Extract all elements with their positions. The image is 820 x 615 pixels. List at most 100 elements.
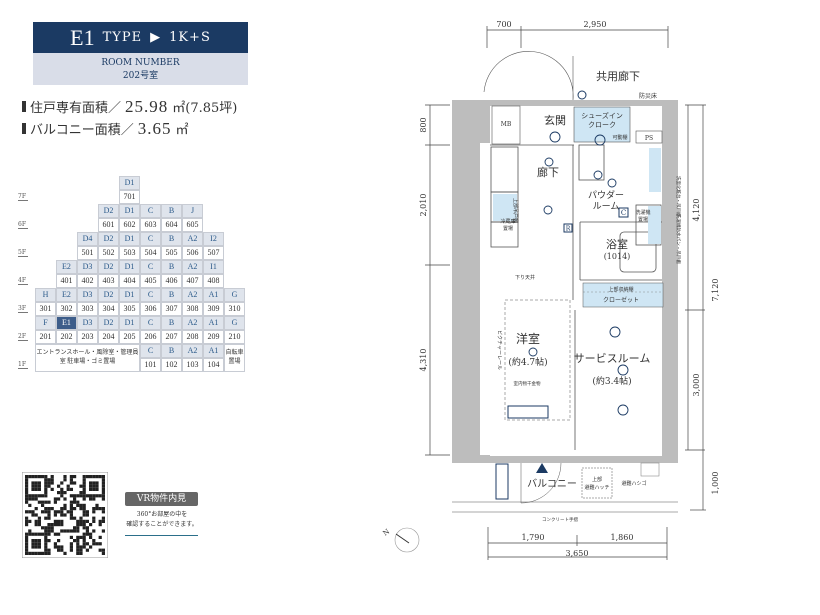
unit-type-cell: C: [140, 344, 161, 358]
qr-module: [69, 503, 73, 507]
qr-module: [28, 519, 32, 523]
unit-number-cell: 209: [203, 330, 224, 344]
qr-module: [69, 535, 73, 539]
unit-type-cell: C: [140, 260, 161, 274]
unit-number-cell: 401: [56, 274, 77, 288]
qr-module: [44, 478, 48, 482]
qr-module: [76, 542, 80, 546]
qr-module: [89, 481, 93, 485]
qr-module: [82, 519, 86, 523]
qr-module: [34, 532, 38, 536]
qr-module: [28, 503, 32, 507]
dim-left-800: 800: [419, 117, 428, 132]
qr-module: [57, 491, 61, 495]
qr-module: [66, 484, 70, 488]
qr-module: [101, 491, 105, 495]
qr-module: [31, 487, 35, 491]
qr-module: [41, 475, 45, 479]
qr-module: [89, 535, 93, 539]
unit-number-cell: 602: [119, 218, 140, 232]
qr-module: [31, 475, 35, 479]
unit-number-cell: 207: [161, 330, 182, 344]
washer-cabinet: [648, 206, 661, 244]
qr-module: [31, 481, 35, 485]
qr-module: [44, 481, 48, 485]
unit-number-cell: 507: [203, 246, 224, 260]
qr-module: [82, 532, 86, 536]
qr-module: [79, 548, 83, 552]
dim-top-2950: 2,950: [584, 20, 607, 29]
unit-number-cell: 310: [224, 302, 245, 316]
qr-module: [69, 545, 73, 549]
bathroom-label: 浴室: [606, 237, 628, 251]
qr-module: [53, 510, 57, 514]
qr-module: [69, 542, 73, 546]
qr-module: [25, 510, 29, 514]
unit-number-cell: 603: [140, 218, 161, 232]
unit-type-cell: A2: [182, 232, 203, 246]
qr-module: [92, 494, 96, 498]
ladder-label: 避難ハシゴ: [621, 480, 646, 487]
qr-module: [69, 494, 73, 498]
qr-module: [63, 491, 67, 495]
floor-label: 2F: [18, 333, 28, 341]
qr-module: [47, 507, 51, 511]
qr-module: [34, 494, 38, 498]
washer-label-1: 洗濯機: [635, 209, 650, 216]
unit-type-cell: D3: [77, 260, 98, 274]
qr-module: [50, 475, 54, 479]
qr-module: [82, 510, 86, 514]
qr-module: [44, 548, 48, 552]
qr-module: [31, 551, 35, 555]
qr-module: [76, 545, 80, 549]
qr-code[interactable]: [22, 472, 108, 558]
unit-type-cell: E1: [56, 316, 77, 330]
balcony-area-label: バルコニー面積／: [30, 123, 134, 138]
qr-module: [25, 548, 29, 552]
qr-module: [57, 539, 61, 543]
qr-module: [101, 484, 105, 488]
qr-module: [92, 516, 96, 520]
vr-badge[interactable]: VR物件内見: [125, 492, 198, 506]
qr-module: [60, 510, 64, 514]
mb-label: MB: [501, 121, 512, 128]
qr-module: [79, 551, 83, 555]
qr-module: [73, 516, 77, 520]
unit-type-cell: D1: [119, 176, 140, 190]
qr-module: [31, 497, 35, 501]
qr-module: [34, 551, 38, 555]
qr-module: [47, 516, 51, 520]
qr-module: [47, 526, 51, 530]
dim-bottom-1860: 1,860: [611, 533, 634, 542]
qr-module: [44, 539, 48, 543]
qr-module: [50, 523, 54, 527]
qr-module: [73, 481, 77, 485]
qr-module: [95, 487, 99, 491]
qr-module: [98, 494, 102, 498]
qr-module: [25, 497, 29, 501]
unit-number-cell: 308: [182, 302, 203, 316]
unit-type-cell: C: [140, 288, 161, 302]
qr-module: [34, 523, 38, 527]
room-number-label: ROOM NUMBER: [101, 58, 180, 68]
qr-module: [98, 548, 102, 552]
qr-module: [69, 478, 73, 482]
shoes-in-closet: [573, 106, 631, 143]
vanity-note: 洗面化粧台・吊戸棚: [675, 176, 682, 217]
unit-number-cell: 305: [119, 302, 140, 316]
pipe-space: [635, 130, 663, 144]
qr-module: [25, 551, 29, 555]
western-room-size: (約4.7帖): [508, 356, 547, 368]
qr-module: [85, 529, 89, 533]
qr-module: [101, 551, 105, 555]
c-mark: [618, 207, 629, 218]
unit-number-cell: 101: [140, 358, 161, 372]
unit-type-cell: D2: [98, 204, 119, 218]
qr-module: [60, 529, 64, 533]
qr-module: [95, 494, 99, 498]
qr-module: [60, 523, 64, 527]
vr-description: 360°お部屋の中を 確認することができます。: [118, 510, 206, 530]
qr-module: [37, 494, 41, 498]
qr-module: [82, 523, 86, 527]
